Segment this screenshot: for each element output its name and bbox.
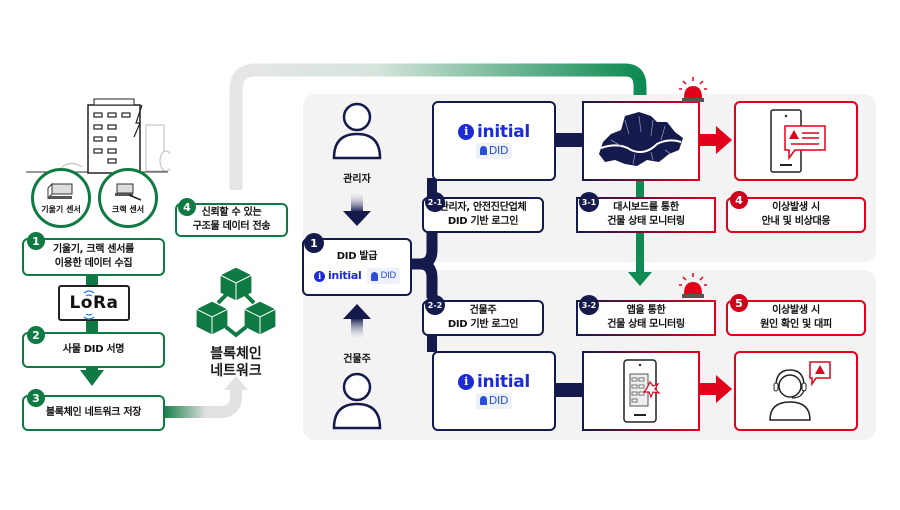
- admin-down-arrowhead: [343, 211, 371, 226]
- response-4-badge: 4: [730, 191, 748, 209]
- step2-did-signature: 사물 DID 서명: [22, 332, 165, 368]
- info-icon: i: [313, 270, 325, 282]
- dashboard-map-card: [582, 101, 700, 181]
- blockchain-network-label: 블록체인 네트워크: [210, 346, 262, 379]
- response-5: 이상발생 시 원인 확인 및 대피: [726, 300, 866, 336]
- did-chip: DID: [367, 268, 401, 284]
- alert-operator-card: [734, 351, 858, 431]
- monitoring-3-2-badge: 3-2: [579, 295, 599, 315]
- blockchain-network-icon: [195, 266, 277, 338]
- step4-data-transfer: 신뢰할 수 있는 구조물 데이터 전송: [175, 203, 288, 237]
- step2-down-arrowhead: [80, 370, 104, 386]
- link-top: [556, 133, 582, 147]
- crack-sensor-badge: 크랙 센서: [98, 168, 158, 228]
- step1-did-badge: 1: [304, 233, 324, 253]
- info-icon: i: [458, 373, 475, 390]
- did-chip: DID: [475, 392, 513, 409]
- blockchain-up-arrowhead: [224, 376, 248, 390]
- response-5-badge: 5: [730, 294, 748, 312]
- step3-blockchain-store: 블록체인 네트워크 저장: [22, 395, 165, 431]
- link-bottom: [556, 383, 582, 397]
- green-down-arrowhead: [628, 272, 652, 286]
- branch-connector: [410, 205, 438, 298]
- tilt-sensor-icon: [47, 182, 73, 199]
- crack-sensor-label: 크랙 센서: [111, 204, 145, 214]
- red-arrow-bottom: [716, 375, 732, 403]
- tilt-sensor-label: 기울기 센서: [41, 204, 81, 214]
- monitoring-3-2: 앱을 통한 건물 상태 모니터링: [576, 300, 716, 336]
- admin-person-icon: [332, 102, 382, 160]
- seoul-map-icon: [599, 112, 683, 166]
- operator-headset-alert-icon: [769, 361, 831, 421]
- building-illustration-icon: [26, 98, 170, 174]
- info-icon: i: [458, 123, 475, 140]
- tilt-sensor-badge: 기울기 센서: [31, 168, 91, 228]
- person-icon: [479, 396, 487, 405]
- siren-icon-bottom: [679, 273, 707, 298]
- phone-alert-message-icon: [770, 109, 826, 173]
- step3-to-blockchain-arrow: [162, 388, 242, 418]
- step3-badge: 3: [27, 389, 45, 407]
- step1-badge: 1: [27, 232, 45, 250]
- login-2-1-badge: 2-1: [425, 192, 445, 212]
- owner-up-arrowhead: [343, 304, 371, 319]
- siren-icon-top: [679, 77, 707, 102]
- red-arrow-top: [716, 126, 732, 154]
- response-4: 이상발생 시 안내 및 비상대응: [726, 197, 866, 233]
- app-phone-card: [582, 351, 700, 431]
- monitoring-3-1-badge: 3-1: [579, 192, 599, 212]
- step2-badge: 2: [27, 326, 45, 344]
- did-chip: DID: [475, 142, 513, 159]
- lora-logo: LoRa: [58, 285, 130, 321]
- owner-label: 건물주: [343, 354, 371, 365]
- crack-sensor-icon: [115, 183, 142, 201]
- phone-building-alert-icon: [623, 359, 661, 423]
- wireless-signal-icon: [83, 290, 95, 320]
- person-icon: [371, 271, 379, 281]
- person-icon: [479, 146, 487, 155]
- login-2-1: 관리자, 안전진단업체 DID 기반 로그인: [422, 197, 544, 233]
- monitoring-3-1: 대시보드를 통한 건물 상태 모니터링: [576, 197, 716, 233]
- step4-badge: 4: [178, 198, 196, 216]
- top-arc-line: [229, 63, 647, 190]
- step1-data-collection: 기울기, 크랙 센서를 이용한 데이터 수집: [22, 238, 165, 276]
- login-2-2-badge: 2-2: [425, 295, 445, 315]
- admin-label: 관리자: [343, 174, 371, 185]
- alert-phone-card: [734, 101, 858, 181]
- owner-person-icon: [332, 372, 382, 430]
